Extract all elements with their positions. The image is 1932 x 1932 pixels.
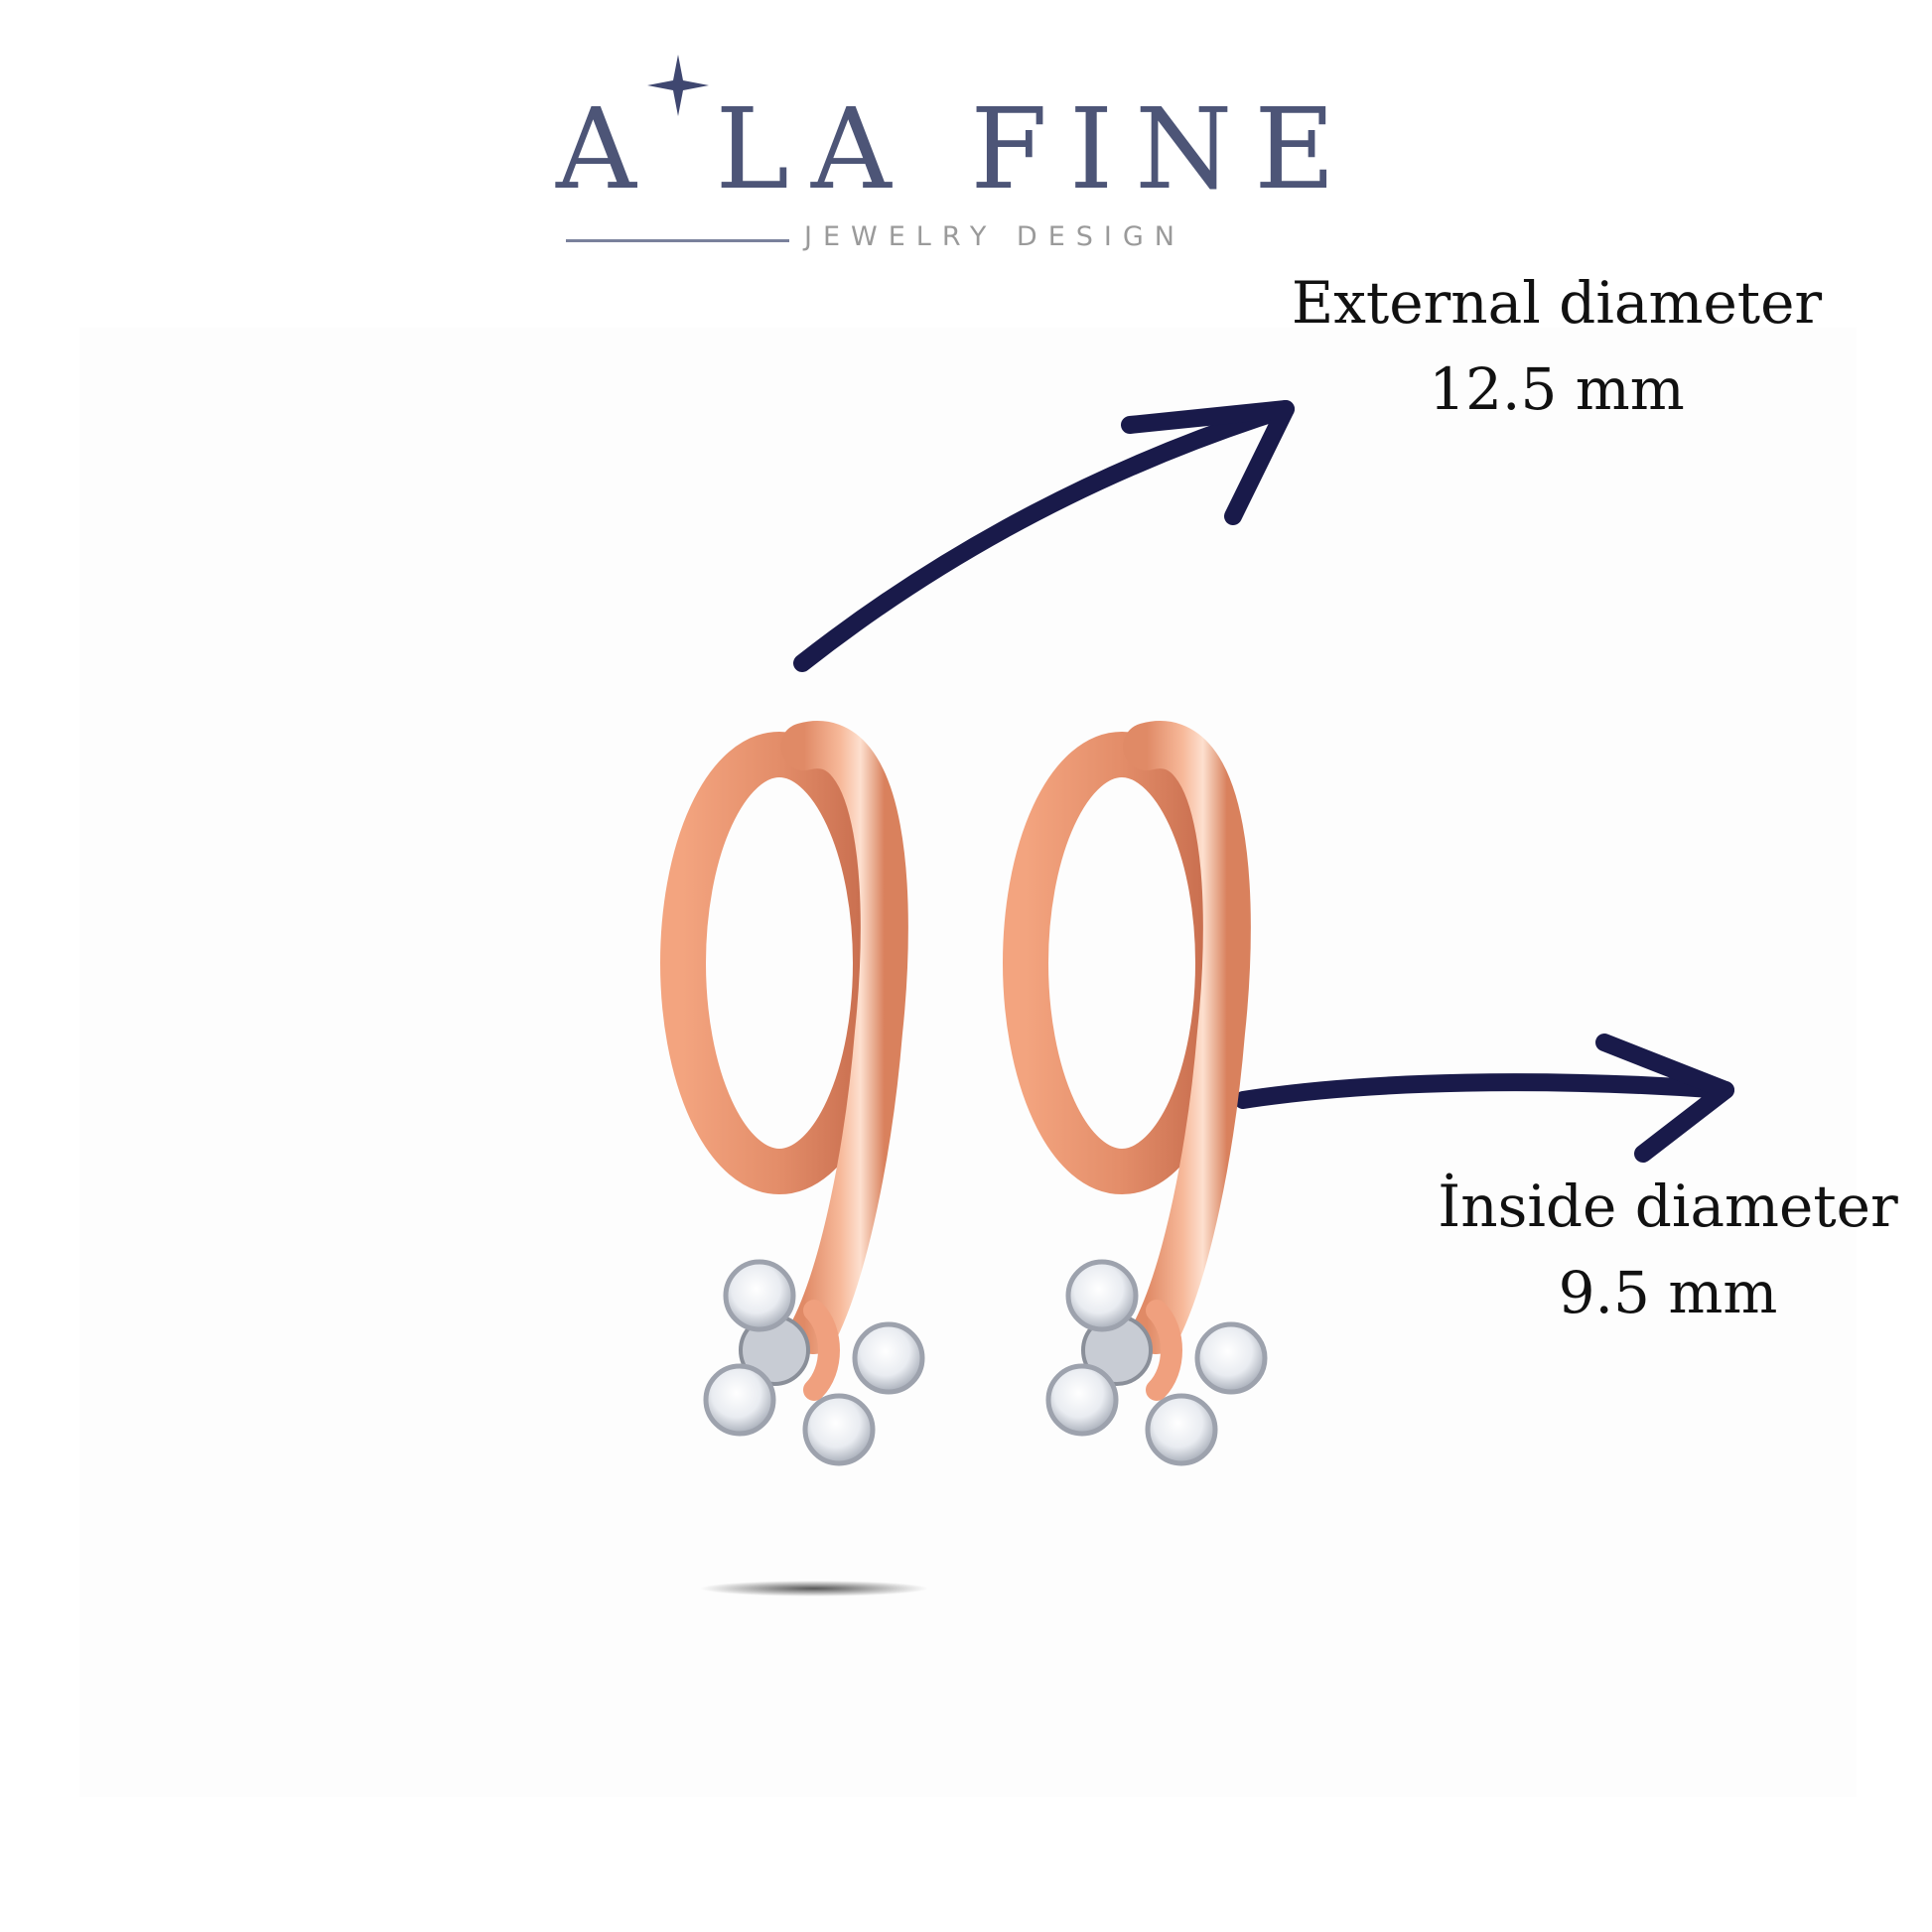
brand-logo: A LA FINE JEWELRY DESIGN: [556, 55, 1335, 263]
brand-name: A LA FINE: [556, 85, 1358, 214]
external-diameter-value: 12.5 mm: [1429, 355, 1685, 423]
earring-right: [1003, 721, 1268, 1466]
earring-left: [660, 721, 925, 1466]
inside-diameter-arrow: [1234, 1034, 1734, 1163]
four-point-star-icon: [647, 55, 709, 116]
external-diameter-annotation: External diameter 12.5 mm: [1259, 260, 1855, 433]
brand-divider: [566, 239, 789, 242]
brand-tagline: JEWELRY DESIGN: [804, 221, 1186, 252]
photo-background: [79, 328, 1857, 1797]
inside-diameter-value: 9.5 mm: [1558, 1259, 1778, 1326]
star-charm-left: [703, 1259, 925, 1466]
inside-diameter-annotation: İnside diameter 9.5 mm: [1420, 1164, 1916, 1336]
star-charm-right: [1045, 1259, 1268, 1466]
inside-diameter-label: İnside diameter: [1438, 1173, 1898, 1240]
external-diameter-label: External diameter: [1291, 269, 1823, 337]
external-diameter-arrow: [793, 400, 1295, 672]
shadow: [700, 1581, 928, 1596]
